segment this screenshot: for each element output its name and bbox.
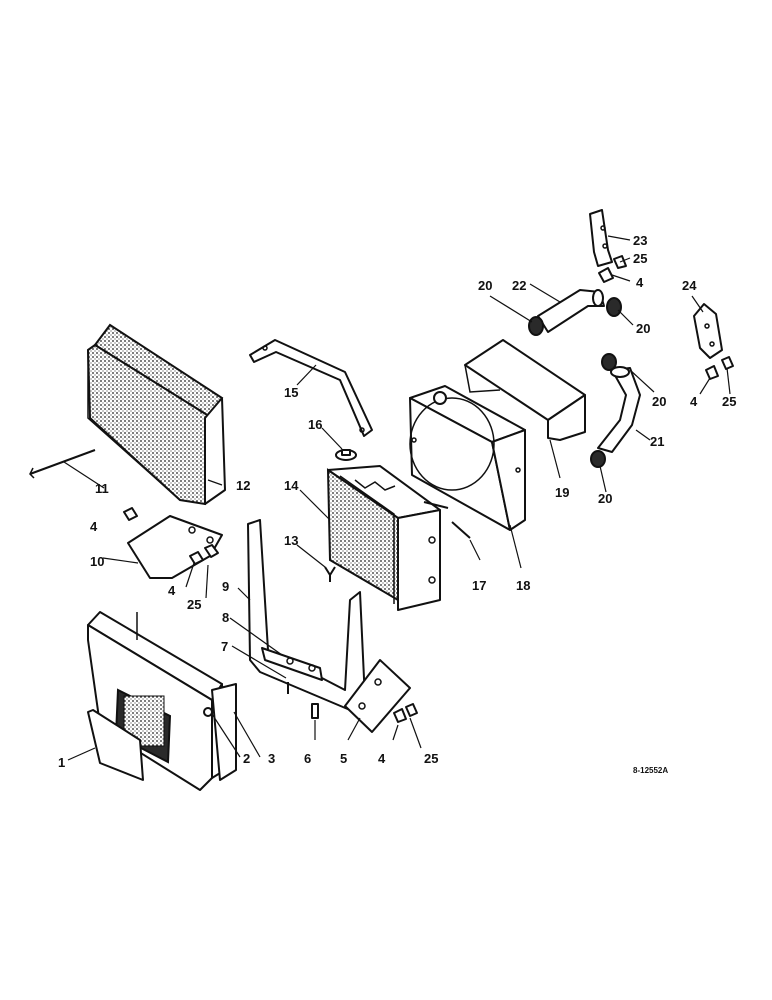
callout-labels: 1 2 3 4 4 4 4 4 5 6 7 8 9 10 11 12 13 14… xyxy=(58,233,736,770)
bracket-part xyxy=(261,647,323,694)
fan-shroud-part xyxy=(409,385,526,531)
drawing-reference-code: 8-12552A xyxy=(633,766,668,775)
callout-8: 8 xyxy=(222,610,229,625)
callout-4: 4 xyxy=(378,751,386,766)
rod-17-part xyxy=(423,501,471,539)
callout-4: 4 xyxy=(168,583,176,598)
callout-13: 13 xyxy=(284,533,298,548)
callout-17: 17 xyxy=(472,578,486,593)
callout-20: 20 xyxy=(598,491,612,506)
callout-20: 20 xyxy=(636,321,650,336)
radiator-core-part xyxy=(326,465,441,611)
radiator-cap-part xyxy=(335,449,357,461)
callout-21: 21 xyxy=(650,434,664,449)
washer-part xyxy=(123,255,734,723)
callout-4: 4 xyxy=(90,519,98,534)
bracket-24-part xyxy=(693,303,723,359)
callout-25: 25 xyxy=(187,597,201,612)
callout-12: 12 xyxy=(236,478,250,493)
bolt-6-part xyxy=(311,703,319,719)
brace-rod-part xyxy=(249,339,373,437)
callout-24: 24 xyxy=(682,278,697,293)
callout-25: 25 xyxy=(424,751,438,766)
upper-shroud-part xyxy=(464,339,586,441)
callout-3: 3 xyxy=(268,751,275,766)
callout-14: 14 xyxy=(284,478,299,493)
callout-10: 10 xyxy=(90,554,104,569)
callout-2: 2 xyxy=(243,751,250,766)
callout-15: 15 xyxy=(284,385,298,400)
leader-lines xyxy=(63,235,731,761)
angle-bracket-part xyxy=(344,659,411,733)
callout-22: 22 xyxy=(512,278,526,293)
callout-16: 16 xyxy=(308,417,322,432)
cover-plate-part xyxy=(87,709,144,781)
hose-clamp-part xyxy=(528,297,622,468)
callout-20: 20 xyxy=(478,278,492,293)
rod-part xyxy=(29,449,96,479)
callout-6: 6 xyxy=(304,751,311,766)
callout-9: 9 xyxy=(222,579,229,594)
callout-25: 25 xyxy=(722,394,736,409)
callout-5: 5 xyxy=(340,751,347,766)
callout-4: 4 xyxy=(636,275,644,290)
callout-20: 20 xyxy=(652,394,666,409)
callout-25: 25 xyxy=(633,251,647,266)
lower-hose-part xyxy=(597,366,641,453)
callout-18: 18 xyxy=(516,578,530,593)
callout-1: 1 xyxy=(58,755,65,770)
upper-hose-part xyxy=(537,289,605,333)
radiator-grille-part xyxy=(86,323,226,506)
callout-7: 7 xyxy=(221,639,228,654)
drain-cock-part xyxy=(324,566,336,582)
callout-11: 11 xyxy=(95,481,109,496)
callout-23: 23 xyxy=(633,233,647,248)
bracket-23-part xyxy=(589,209,613,267)
callout-4: 4 xyxy=(690,394,698,409)
bolt-part xyxy=(203,707,213,717)
callout-19: 19 xyxy=(555,485,569,500)
